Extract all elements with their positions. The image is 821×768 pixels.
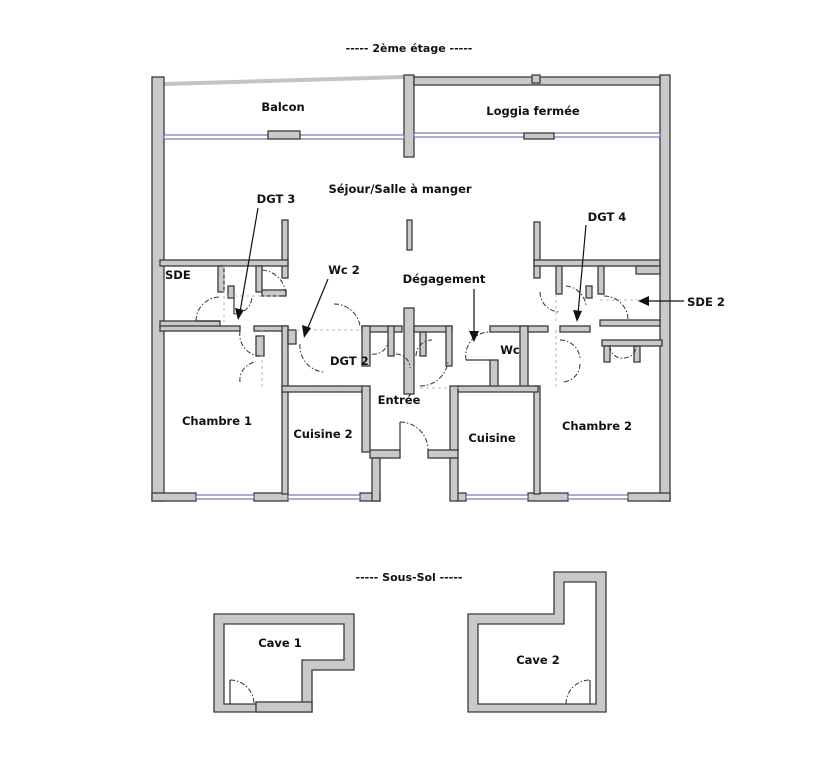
upper-floor-walls [151, 74, 671, 502]
callout-dgt4: DGT 4 [588, 210, 627, 224]
room-label-wc: Wc [500, 343, 520, 357]
room-label-chambre1: Chambre 1 [182, 414, 252, 428]
room-label-balcon: Balcon [261, 100, 304, 114]
upper-floor-doors [195, 269, 637, 452]
room-label-cave2: Cave 2 [516, 653, 560, 667]
room-label-cuisine2: Cuisine 2 [293, 427, 352, 441]
room-label-entree: Entrée [378, 393, 421, 407]
room-label-sde: SDE [165, 268, 191, 282]
basement-floor-title: ----- Sous-Sol ----- [356, 571, 463, 584]
cave-1: Cave 1 [213, 613, 355, 713]
room-label-cave1: Cave 1 [258, 636, 302, 650]
upper-floor-callouts: DGT 3 Wc 2 DGT 4 SDE 2 [235, 192, 725, 342]
room-label-sejour: Séjour/Salle à manger [328, 182, 471, 196]
room-label-degagement: Dégagement [403, 272, 486, 286]
upper-floor-windows [163, 130, 661, 500]
upper-floor-title: ----- 2ème étage ----- [346, 42, 473, 55]
callout-dgt3: DGT 3 [257, 192, 296, 206]
callout-wc2: Wc 2 [328, 263, 360, 277]
room-label-loggia: Loggia fermée [486, 104, 580, 118]
callout-sde2: SDE 2 [687, 295, 725, 309]
upper-floor-dashed-lines [223, 266, 640, 389]
upper-floor-room-labels: Balcon Loggia fermée Séjour/Salle à mang… [165, 100, 632, 445]
room-label-chambre2: Chambre 2 [562, 419, 632, 433]
cave-2: Cave 2 [467, 571, 607, 713]
room-label-dgt2: DGT 2 [330, 354, 369, 368]
room-label-cuisine: Cuisine [468, 431, 516, 445]
